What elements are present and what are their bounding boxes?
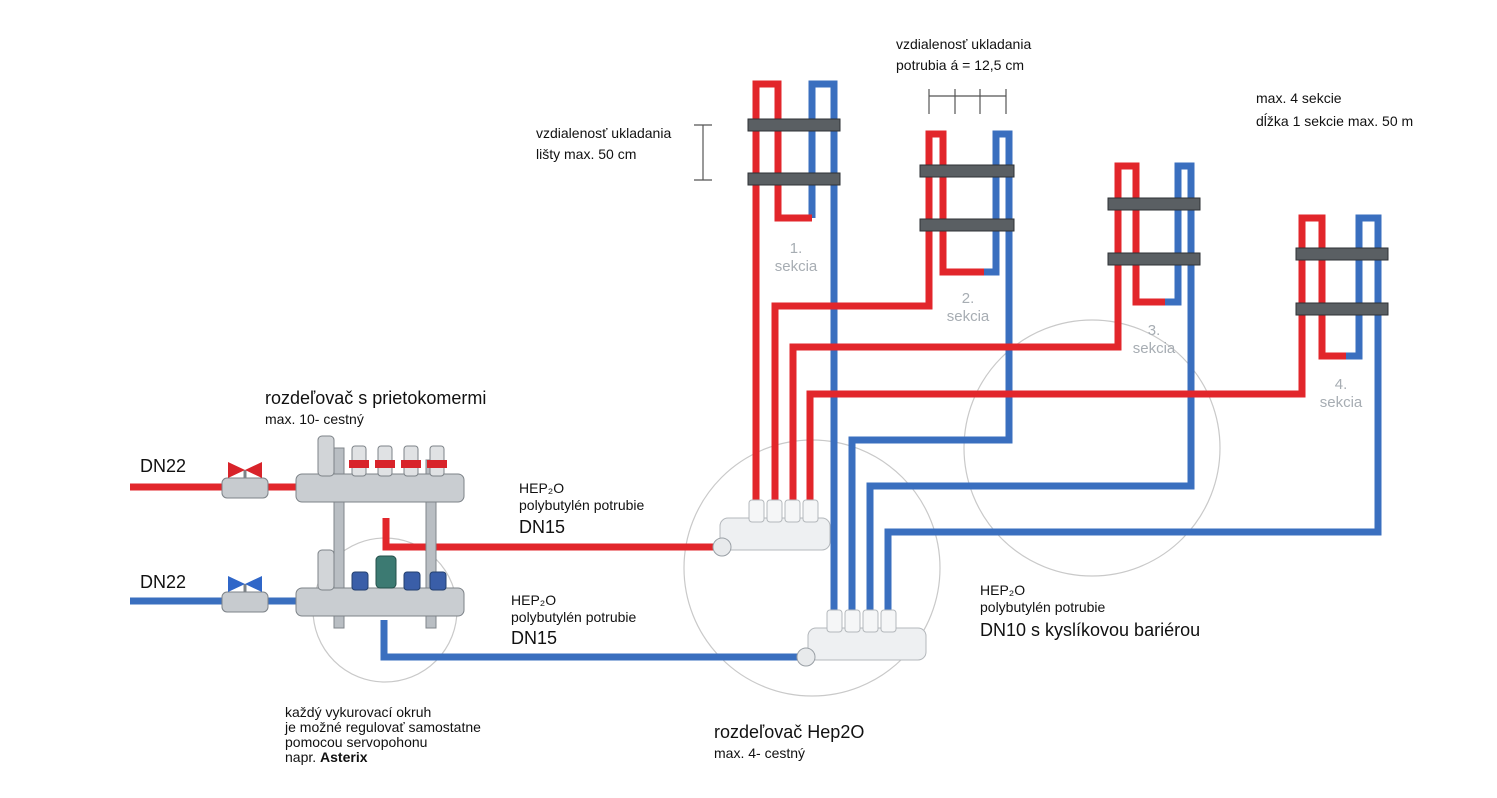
valve-cap-4 bbox=[429, 571, 447, 591]
rail-1b bbox=[747, 172, 841, 186]
cold-loop-2 bbox=[848, 130, 1013, 614]
hot-loop-3 bbox=[789, 162, 1165, 506]
rail-distance-label-2: lišty max. 50 cm bbox=[536, 146, 637, 162]
hep-manifold-title: rozdeľovač Hep2O bbox=[714, 722, 865, 742]
flowmeter-cap-4 bbox=[427, 460, 447, 468]
cold-dn15-pipe bbox=[380, 620, 800, 661]
section-4-word: sekcia bbox=[1319, 394, 1363, 411]
hot-loop-4 bbox=[806, 214, 1346, 506]
cold-loop-4 bbox=[884, 214, 1382, 614]
section-length-label: dĺžka 1 sekcie max. 50 m bbox=[1256, 113, 1414, 129]
cold-pipe-label-3: DN15 bbox=[511, 628, 558, 648]
note-asterix: Asterix bbox=[320, 749, 368, 765]
cold-pipes bbox=[130, 80, 1382, 661]
valve-cap-3 bbox=[403, 571, 421, 591]
note-line-1: každý vykurovací okruh bbox=[285, 704, 432, 720]
hot-dn15-pipe bbox=[382, 518, 714, 551]
section-1-number: 1. bbox=[789, 240, 803, 257]
cold-loop-3 bbox=[866, 162, 1195, 614]
hep2o-manifold-hot bbox=[712, 499, 831, 557]
ball-valve-hot bbox=[221, 462, 269, 499]
note-line-4: napr. Asterix bbox=[285, 749, 368, 765]
hot-loop-2 bbox=[771, 130, 984, 506]
rail-3a bbox=[1107, 197, 1201, 211]
pipe-distance-label-2: potrubia á = 12,5 cm bbox=[896, 57, 1025, 73]
hep-hot-stub-4 bbox=[802, 499, 819, 523]
manifold-bar-cold bbox=[295, 587, 465, 617]
rail-2b bbox=[919, 218, 1015, 232]
dimension-markers bbox=[694, 89, 1007, 181]
hep-hot-stub-1 bbox=[748, 499, 765, 523]
hep-cold-stub-1 bbox=[826, 609, 843, 633]
hep-cold-stub-3 bbox=[862, 609, 879, 633]
section-3-number: 3. bbox=[1147, 322, 1161, 339]
section-detail-circle bbox=[963, 319, 1221, 577]
bracket-left bbox=[333, 447, 345, 629]
hep-cold-inlet bbox=[796, 647, 816, 667]
hep2o-manifold-cold bbox=[796, 609, 927, 667]
section-label-3: 3.sekcia bbox=[1126, 322, 1182, 358]
hot-loop-1 bbox=[752, 80, 812, 506]
hep-manifold-subtitle: max. 4- cestný bbox=[714, 745, 806, 761]
flowmeter-cap-1 bbox=[349, 460, 369, 468]
note-prefix: napr. bbox=[285, 749, 317, 765]
rail-1a bbox=[747, 118, 841, 132]
dn22-cold-label: DN22 bbox=[140, 572, 187, 592]
section-1-word: sekcia bbox=[774, 258, 818, 275]
section-label-1: 1.sekcia bbox=[768, 240, 824, 276]
dn22-hot-label: DN22 bbox=[140, 456, 187, 476]
dn10-label-3: DN10 s kyslíkovou bariérou bbox=[980, 620, 1201, 640]
rail-4b bbox=[1295, 302, 1389, 316]
ball-valve-cold bbox=[221, 576, 269, 613]
valve-cold-handle-icon bbox=[228, 576, 262, 592]
cold-pipe-label-2: polybutylén potrubie bbox=[511, 609, 637, 625]
air-vent-hot bbox=[317, 435, 335, 477]
dn10-label-2: polybutylén potrubie bbox=[980, 599, 1106, 615]
hep-cold-stub-2 bbox=[844, 609, 861, 633]
section-label-4: 4.sekcia bbox=[1313, 376, 1369, 412]
flowmeter-cap-2 bbox=[375, 460, 395, 468]
flowmeter-manifold bbox=[295, 435, 465, 629]
hep-hot-body bbox=[719, 517, 831, 551]
hep-cold-body bbox=[807, 627, 927, 661]
rail-2a bbox=[919, 164, 1015, 178]
manifold-bar-hot bbox=[295, 473, 465, 503]
hep-hot-inlet bbox=[712, 537, 732, 557]
section-2-number: 2. bbox=[961, 290, 975, 307]
section-label-2: 2.sekcia bbox=[940, 290, 996, 326]
rail-4a bbox=[1295, 247, 1389, 261]
note-line-3: pomocou servopohonu bbox=[285, 734, 428, 750]
air-vent-cold bbox=[317, 549, 335, 591]
note-line-2: je možné regulovať samostatne bbox=[285, 719, 481, 735]
valve-hot-handle-icon bbox=[228, 462, 262, 478]
section-3-word: sekcia bbox=[1132, 340, 1176, 357]
valve-hot-body bbox=[221, 477, 269, 499]
mounting-rails bbox=[747, 118, 1389, 316]
section-2-word: sekcia bbox=[946, 308, 990, 325]
cold-pipe-label-1: HEP₂O bbox=[511, 592, 557, 608]
manifold-title: rozdeľovač s prietokomermi bbox=[265, 388, 487, 408]
hot-pipe-label-3: DN15 bbox=[519, 517, 566, 537]
max-sections-label: max. 4 sekcie bbox=[1256, 90, 1342, 106]
pipe-distance-label-1: vzdialenosť ukladania bbox=[896, 36, 1032, 52]
hep-cold-stub-4 bbox=[880, 609, 897, 633]
hot-pipes bbox=[130, 80, 1346, 551]
rail-3b bbox=[1107, 252, 1201, 266]
hep-hot-stub-2 bbox=[766, 499, 783, 523]
hot-pipe-label-2: polybutylén potrubie bbox=[519, 497, 645, 513]
dn10-label-1: HEP₂O bbox=[980, 582, 1026, 598]
hep-hot-stub-3 bbox=[784, 499, 801, 523]
valve-cold-body bbox=[221, 591, 269, 613]
valve-cap-1 bbox=[351, 571, 369, 591]
flowmeter-cap-3 bbox=[401, 460, 421, 468]
rail-distance-label-1: vzdialenosť ukladania bbox=[536, 125, 672, 141]
section-4-number: 4. bbox=[1334, 376, 1348, 393]
hot-pipe-label-1: HEP₂O bbox=[519, 480, 565, 496]
manifold-subtitle: max. 10- cestný bbox=[265, 411, 364, 427]
servo-actuator bbox=[375, 555, 397, 589]
